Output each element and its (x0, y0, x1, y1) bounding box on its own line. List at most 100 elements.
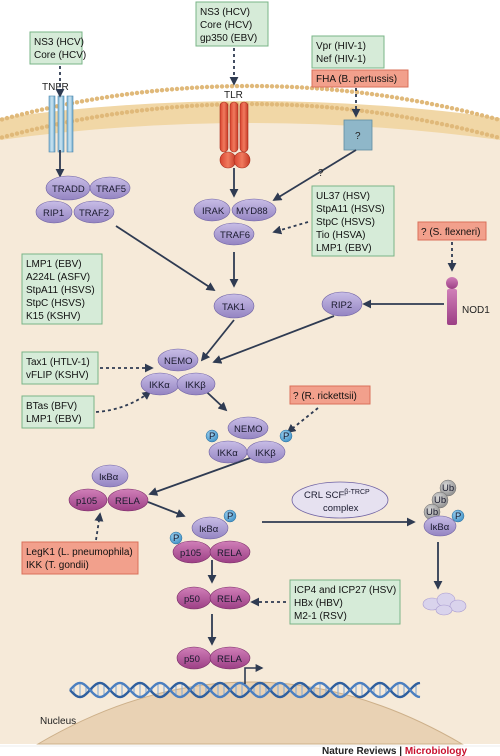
membrane-bead (264, 101, 270, 107)
membrane-bead (19, 112, 25, 117)
membrane-bead (94, 96, 100, 101)
membrane-bead (224, 84, 230, 89)
box-text: Core (HCV) (34, 50, 86, 61)
box-text: LMP1 (EBV) (26, 414, 82, 425)
membrane-bead (124, 92, 130, 97)
membrane-bead (419, 117, 425, 123)
membrane-bead (24, 128, 30, 134)
membrane-bead (304, 85, 310, 90)
membrane-bead (164, 105, 170, 110)
membrane-bead (424, 118, 430, 124)
membrane-bead (89, 97, 95, 102)
membrane-bead (434, 120, 440, 126)
membrane-bead (209, 102, 215, 107)
nod1-receptor (446, 277, 458, 325)
nfkb-inactive-complex: IκBα p105 RELA (68, 464, 149, 512)
ikka-label: IKKα (149, 380, 170, 391)
membrane-bead (454, 107, 460, 112)
ikba-label: IκBα (199, 524, 219, 535)
membrane-bead (129, 109, 135, 114)
membrane-bead (459, 108, 465, 113)
membrane-bead (339, 88, 345, 93)
box-text: Tio (HSVA) (316, 230, 365, 241)
membrane-bead (9, 132, 15, 138)
membrane-bead (254, 101, 260, 107)
box-text: Nef (HIV-1) (316, 54, 366, 65)
membrane-bead (189, 103, 195, 109)
tak1: TAK1 (213, 293, 255, 319)
membrane-bead (194, 103, 200, 108)
membrane-bead (34, 108, 40, 113)
membrane-bead (299, 85, 305, 90)
crl-complex: CRL SCFβ-TRCP complex (291, 481, 389, 519)
membrane-bead (239, 83, 245, 89)
membrane-bead (394, 95, 400, 100)
membrane-bead (364, 91, 370, 96)
membrane-bead (169, 105, 175, 110)
tak1-label: TAK1 (222, 302, 245, 313)
ikba-label: IκBα (430, 522, 450, 533)
tnfr-receptor (48, 95, 74, 153)
membrane-bead (0, 117, 5, 122)
membrane-bead (439, 103, 445, 109)
membrane-bead (259, 83, 265, 89)
nemo-label: NEMO (234, 424, 263, 435)
membrane-bead (334, 87, 340, 93)
tlr-receptor (219, 101, 251, 169)
box-text: LegK1 (L. pneumophila) (26, 547, 133, 558)
membrane-bead (469, 128, 475, 134)
membrane-bead (219, 84, 225, 89)
membrane-bead (494, 116, 500, 122)
membrane-bead (144, 89, 150, 94)
membrane-bead (199, 85, 205, 90)
ikk-complex-inactive: NEMO IKKα IKKβ (140, 348, 216, 396)
membrane-bead (99, 95, 105, 101)
journal-section: Microbiology (405, 746, 468, 756)
membrane-bead (399, 114, 405, 119)
membrane-bead (74, 100, 80, 105)
membrane-bead (39, 125, 45, 130)
nfkb-phosphorylated-complex: IκBα p105 RELA P P (169, 509, 251, 564)
ikba-label: IκBα (99, 472, 119, 483)
membrane-bead (179, 104, 185, 109)
membrane-bead (479, 113, 485, 118)
membrane-bead (294, 103, 300, 108)
membrane-bead (34, 126, 40, 131)
box-text: LMP1 (EBV) (316, 243, 372, 254)
question-mark-label: ? (318, 168, 324, 179)
membrane-bead (204, 84, 210, 90)
phospho-marker: P (205, 429, 219, 443)
membrane-bead (489, 115, 495, 121)
membrane-bead (104, 94, 110, 100)
box-text: StpC (HSVS) (26, 298, 85, 309)
ikkb-label: IKKβ (185, 380, 206, 391)
membrane-bead (79, 117, 85, 122)
membrane-bead (209, 84, 215, 89)
membrane-bead (414, 98, 420, 104)
phospho-label: P (173, 533, 179, 544)
membrane-bead (389, 112, 395, 118)
membrane-bead (379, 93, 385, 98)
membrane-bead (269, 102, 275, 107)
membrane-bead (339, 106, 345, 111)
box-text: A224L (ASFV) (26, 272, 90, 283)
phospho-label: P (209, 431, 215, 442)
tradd-label: TRADD (52, 184, 85, 195)
p50-label: p50 (184, 594, 200, 605)
box-text: StpA11 (HSVS) (26, 285, 95, 296)
membrane-bead (329, 87, 335, 92)
phospho-marker: P (169, 531, 183, 545)
membrane-bead (429, 101, 435, 107)
membrane-bead (19, 130, 25, 135)
membrane-bead (134, 90, 140, 96)
box-text: gp350 (EBV) (200, 33, 257, 44)
membrane-bead (264, 83, 270, 89)
nemo-label: NEMO (164, 356, 193, 367)
phospho-marker: P (279, 429, 293, 443)
membrane-bead (389, 94, 395, 100)
membrane-bead (294, 85, 300, 90)
membrane-bead (119, 92, 125, 98)
dna-strand (69, 681, 421, 699)
membrane-bead (444, 122, 450, 128)
